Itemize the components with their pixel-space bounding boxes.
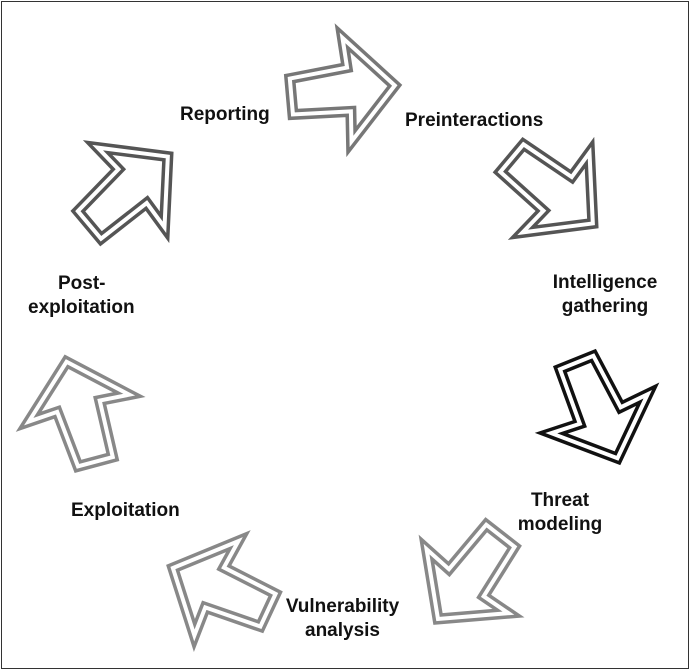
- stage-label-line: Post-: [58, 273, 106, 294]
- stage-label-line: modeling: [517, 514, 603, 535]
- arrow-reporting: [55, 117, 202, 264]
- stage-label-line: Reporting: [180, 104, 270, 125]
- stage-label-line: Threat: [530, 490, 590, 511]
- stage-label-threat-modeling: Threat modeling: [505, 489, 615, 537]
- stage-label-line: gathering: [561, 296, 649, 317]
- stage-label-intelligence-gathering: Intelligence gathering: [540, 271, 670, 319]
- arrow-post-exploitation: [16, 348, 143, 475]
- stage-label-line: exploitation: [28, 297, 135, 318]
- stage-label-line: Exploitation: [71, 500, 180, 521]
- arrow-threat-modeling: [530, 342, 665, 477]
- stage-label-line: Intelligence: [552, 272, 658, 293]
- stage-label-line: analysis: [305, 620, 380, 641]
- stage-label-exploitation: Exploitation: [71, 499, 180, 523]
- arrow-intelligence-gathering: [480, 117, 627, 264]
- stage-label-line: Vulnerability: [285, 596, 400, 617]
- stage-label-line: Preinteractions: [405, 110, 544, 131]
- stage-label-preinteractions: Preinteractions: [405, 109, 543, 133]
- stage-label-vulnerability-analysis: Vulnerability analysis: [275, 595, 410, 643]
- stage-label-reporting: Reporting: [180, 103, 270, 127]
- arrow-exploitation: [151, 521, 289, 659]
- stage-label-post-exploitation: Post- exploitation: [28, 272, 135, 320]
- arrow-preinteractions: [287, 34, 400, 147]
